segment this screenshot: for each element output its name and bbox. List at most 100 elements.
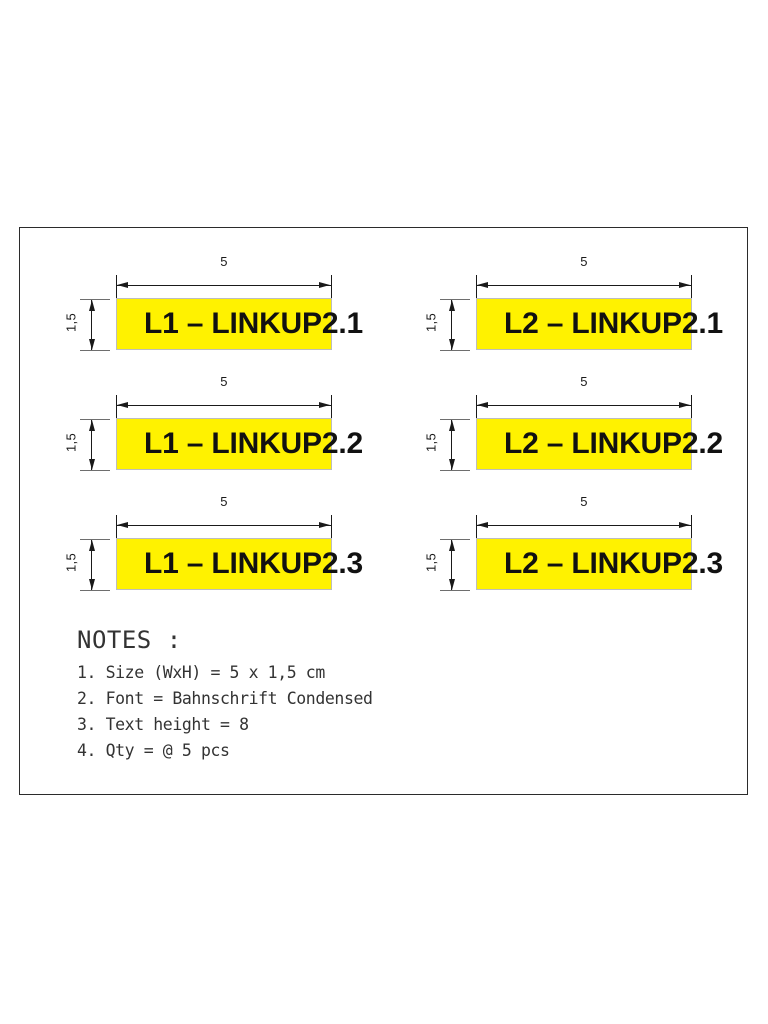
arrowhead-right-icon	[319, 401, 330, 408]
sticker-label-text: L1 – LINKUP2.1	[144, 307, 363, 340]
sticker-label-text: L2 – LINKUP2.1	[504, 307, 723, 340]
dimension-line-vertical	[91, 420, 92, 470]
dimension-line-horizontal	[476, 405, 692, 406]
width-dimension-value: 5	[580, 494, 588, 509]
sticker-box	[116, 538, 332, 590]
note-line-1: 1. Size (WxH) = 5 x 1,5 cm	[77, 663, 325, 682]
dimension-line-horizontal	[116, 525, 332, 526]
arrowhead-left-icon	[477, 521, 488, 528]
extension-line-right	[691, 275, 692, 298]
extension-line-top	[80, 419, 110, 420]
arrowhead-left-icon	[117, 521, 128, 528]
dimension-line-horizontal	[476, 525, 692, 526]
label-cell-l1-linkup2-1[interactable]: 5 1,5 L1 – LINKUP2.1	[64, 254, 416, 359]
dimension-line-vertical	[91, 300, 92, 350]
sticker-box	[116, 418, 332, 470]
extension-line-left	[476, 275, 477, 298]
sticker-label-text: L1 – LINKUP2.3	[144, 547, 363, 580]
label-cell-l1-linkup2-2[interactable]: 5 1,5 L1 – LINKUP2.2	[64, 374, 416, 479]
dimension-line-vertical	[451, 300, 452, 350]
width-dimension: 5	[116, 254, 332, 300]
arrowhead-up-icon	[448, 420, 455, 431]
arrowhead-left-icon	[477, 401, 488, 408]
extension-line-top	[440, 539, 470, 540]
sticker-label-text: L2 – LINKUP2.3	[504, 547, 723, 580]
height-dimension-value: 1,5	[423, 553, 439, 572]
extension-line-right	[331, 395, 332, 418]
width-dimension: 5	[476, 374, 692, 420]
height-dimension: 1,5	[418, 538, 474, 592]
sticker-label-text: L1 – LINKUP2.2	[144, 427, 363, 460]
arrowhead-down-icon	[88, 579, 95, 590]
width-dimension: 5	[116, 494, 332, 540]
extension-line-bottom	[440, 350, 470, 351]
height-dimension: 1,5	[418, 418, 474, 472]
label-cell-l2-linkup2-1[interactable]: 5 1,5 L2 – LINKUP2.1	[424, 254, 768, 359]
extension-line-bottom	[80, 470, 110, 471]
arrowhead-up-icon	[88, 420, 95, 431]
extension-line-right	[331, 515, 332, 538]
extension-line-bottom	[440, 590, 470, 591]
width-dimension-value: 5	[580, 254, 588, 269]
sticker-label-text: L2 – LINKUP2.2	[504, 427, 723, 460]
extension-line-bottom	[440, 470, 470, 471]
arrowhead-down-icon	[448, 459, 455, 470]
extension-line-left	[116, 275, 117, 298]
dimension-line-vertical	[451, 540, 452, 590]
label-cell-l2-linkup2-3[interactable]: 5 1,5 L2 – LINKUP2.3	[424, 494, 768, 599]
arrowhead-right-icon	[679, 401, 690, 408]
dimension-line-vertical	[91, 540, 92, 590]
note-line-4: 4. Qty = @ 5 pcs	[77, 741, 230, 760]
dimension-line-horizontal	[476, 285, 692, 286]
dimension-line-horizontal	[116, 405, 332, 406]
notes-title: NOTES :	[77, 626, 182, 654]
extension-line-left	[116, 395, 117, 418]
sticker-box	[116, 298, 332, 350]
height-dimension: 1,5	[418, 298, 474, 352]
extension-line-left	[116, 515, 117, 538]
width-dimension-value: 5	[220, 254, 228, 269]
width-dimension: 5	[116, 374, 332, 420]
arrowhead-up-icon	[448, 300, 455, 311]
height-dimension-value: 1,5	[63, 313, 79, 332]
arrowhead-up-icon	[88, 300, 95, 311]
arrowhead-right-icon	[319, 521, 330, 528]
arrowhead-left-icon	[117, 281, 128, 288]
height-dimension-value: 1,5	[63, 433, 79, 452]
arrowhead-down-icon	[448, 339, 455, 350]
extension-line-bottom	[80, 590, 110, 591]
arrowhead-right-icon	[679, 521, 690, 528]
drawing-frame: 5 1,5 L1 – LINKUP2.1 5 1,5	[19, 227, 748, 795]
sticker-box	[476, 418, 692, 470]
label-cell-l2-linkup2-2[interactable]: 5 1,5 L2 – LINKUP2.2	[424, 374, 768, 479]
extension-line-top	[80, 299, 110, 300]
notes-block: NOTES : 1. Size (WxH) = 5 x 1,5 cm 2. Fo…	[77, 626, 497, 767]
note-line-3: 3. Text height = 8	[77, 715, 249, 734]
width-dimension-value: 5	[220, 374, 228, 389]
arrowhead-down-icon	[88, 339, 95, 350]
arrowhead-down-icon	[88, 459, 95, 470]
extension-line-right	[691, 395, 692, 418]
sticker-box	[476, 298, 692, 350]
extension-line-top	[440, 419, 470, 420]
extension-line-left	[476, 515, 477, 538]
arrowhead-right-icon	[679, 281, 690, 288]
extension-line-left	[476, 395, 477, 418]
dimension-line-vertical	[451, 420, 452, 470]
width-dimension-value: 5	[580, 374, 588, 389]
width-dimension: 5	[476, 494, 692, 540]
arrowhead-left-icon	[477, 281, 488, 288]
arrowhead-up-icon	[448, 540, 455, 551]
label-cell-l1-linkup2-3[interactable]: 5 1,5 L1 – LINKUP2.3	[64, 494, 416, 599]
height-dimension: 1,5	[58, 298, 114, 352]
extension-line-bottom	[80, 350, 110, 351]
width-dimension-value: 5	[220, 494, 228, 509]
height-dimension: 1,5	[58, 418, 114, 472]
arrowhead-right-icon	[319, 281, 330, 288]
extension-line-top	[80, 539, 110, 540]
height-dimension: 1,5	[58, 538, 114, 592]
height-dimension-value: 1,5	[63, 553, 79, 572]
arrowhead-left-icon	[117, 401, 128, 408]
height-dimension-value: 1,5	[423, 433, 439, 452]
arrowhead-down-icon	[448, 579, 455, 590]
